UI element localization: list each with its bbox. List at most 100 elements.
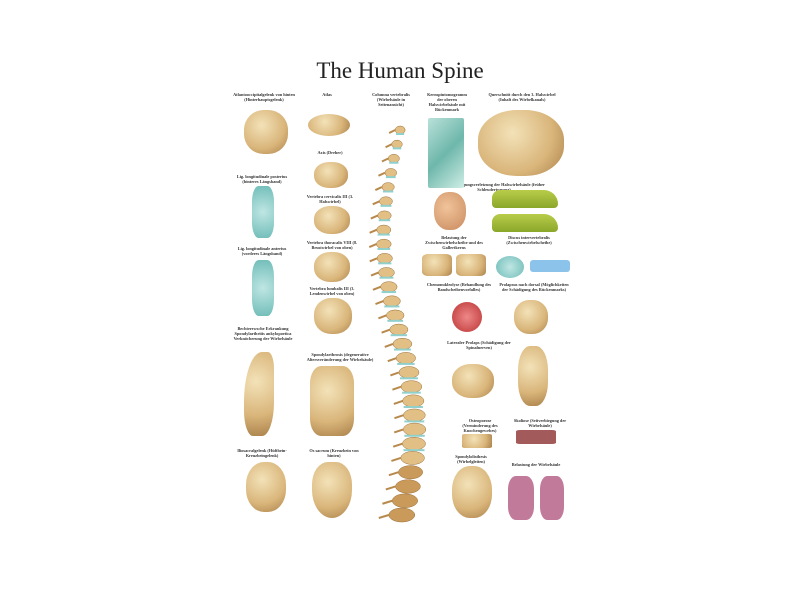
mri-illustration bbox=[428, 118, 464, 188]
heading-iliosacral: Iliosacralgelenk (Hüftbein-Kreuzbeingele… bbox=[237, 448, 287, 458]
vertebra bbox=[376, 238, 392, 250]
vertebra bbox=[392, 337, 413, 350]
spinous-process bbox=[369, 257, 378, 263]
scoliosis-illustration bbox=[516, 430, 556, 444]
osteoporosis-illustration bbox=[462, 434, 492, 448]
heading-os-sacrum: Os sacrum (Kreuzbein von hinten) bbox=[309, 448, 359, 458]
vertebra bbox=[392, 493, 418, 508]
vertebra bbox=[378, 267, 395, 278]
discus-illustration bbox=[496, 256, 524, 278]
heading-spine-load: Belastung der Wirbelsäule bbox=[511, 462, 561, 467]
heading-scoliosis: Skoliose (Seitverbiegung der Wirbelsäule… bbox=[513, 418, 567, 428]
spinous-process bbox=[375, 300, 384, 306]
axis-illustration bbox=[314, 162, 348, 188]
heading-atlantooccipital: Atlantooccipitalgelenk von hinten (Hinte… bbox=[233, 92, 295, 102]
heading-columna: Columna vertebralis (Wirbelsäule in Seit… bbox=[372, 92, 410, 107]
vertebra bbox=[376, 224, 392, 235]
heading-lumbar-iii: Vertebra lumbalis III (3. Lendenwirbel v… bbox=[309, 286, 355, 296]
spinous-process bbox=[368, 243, 377, 248]
vertebra bbox=[387, 154, 400, 163]
vertebra bbox=[384, 168, 397, 178]
intervertebral-disc bbox=[387, 319, 404, 322]
c3-cross-section-illustration bbox=[478, 110, 564, 176]
lig-posterius-illustration bbox=[252, 186, 274, 238]
spinous-process bbox=[384, 342, 394, 348]
disc-load-illustration-1 bbox=[422, 254, 452, 276]
heading-prolapse-dorsal: Prolapsus nach dorsal (Möglichkeiten der… bbox=[499, 282, 569, 292]
intervertebral-disc bbox=[384, 305, 400, 308]
discus-section-illustration bbox=[530, 260, 570, 272]
vertebra bbox=[381, 182, 395, 192]
spinous-process bbox=[369, 228, 378, 234]
vertebra bbox=[391, 139, 403, 149]
vertebra bbox=[400, 451, 425, 465]
os-sacrum-illustration bbox=[312, 462, 352, 518]
lateral-spine-illustration bbox=[518, 346, 548, 406]
spinous-process bbox=[374, 186, 383, 191]
vertebra bbox=[394, 125, 406, 135]
spondylolisthesis-illustration bbox=[452, 466, 492, 518]
intervertebral-disc bbox=[390, 334, 407, 337]
vertebra bbox=[402, 437, 426, 451]
spinous-process bbox=[387, 357, 397, 363]
vertebra bbox=[380, 281, 398, 293]
intervertebral-disc bbox=[399, 377, 418, 380]
intervertebral-disc bbox=[397, 362, 415, 365]
heading-chemonucleolysis: Chemonukleolyse (Behandlung des Bandsche… bbox=[426, 282, 492, 292]
intervertebral-disc bbox=[389, 161, 399, 164]
spinous-process bbox=[372, 200, 380, 206]
intervertebral-disc bbox=[382, 190, 394, 193]
intervertebral-disc bbox=[402, 391, 421, 394]
heading-atlas: Atlas bbox=[322, 92, 332, 97]
spinous-process bbox=[385, 143, 393, 149]
spinous-process bbox=[382, 499, 393, 505]
prolapse-dorsal-illustration bbox=[514, 300, 548, 334]
thoracic-viii-illustration bbox=[314, 252, 350, 282]
heading-cross-section-c3: Querschnitt durch den 3. Halswirbel (Inh… bbox=[488, 92, 556, 102]
intervertebral-disc bbox=[378, 262, 392, 265]
spinous-process bbox=[388, 129, 396, 134]
poster-title: The Human Spine bbox=[316, 58, 484, 83]
intervertebral-disc bbox=[403, 406, 423, 409]
intervertebral-disc bbox=[385, 176, 396, 179]
spondylarthrosis-illustration bbox=[310, 366, 354, 436]
intervertebral-disc bbox=[381, 291, 397, 294]
vertebra bbox=[395, 352, 416, 365]
iliosacral-illustration bbox=[246, 462, 286, 512]
spine-load-figure-1 bbox=[508, 476, 534, 520]
vertebra bbox=[386, 309, 405, 322]
head-illustration bbox=[434, 192, 466, 230]
spinous-process bbox=[390, 371, 400, 377]
heading-whiplash: Beschleunigungsverletzung der Halswirbel… bbox=[443, 182, 545, 192]
intervertebral-disc bbox=[392, 147, 402, 150]
spinous-process bbox=[381, 157, 389, 163]
heading-discus: Discus intervertebralis (Zwischenwirbels… bbox=[506, 235, 552, 245]
spine-load-figure-2 bbox=[540, 476, 564, 520]
vertebra bbox=[388, 507, 416, 523]
car-illustration-2 bbox=[492, 214, 558, 232]
spinous-process bbox=[385, 485, 396, 491]
heading-lateral-prolapse: Lateraler Prolaps (Schädigung der Spinal… bbox=[447, 340, 511, 350]
vertebra bbox=[376, 253, 393, 264]
intervertebral-disc bbox=[379, 276, 394, 279]
spinous-process bbox=[394, 414, 404, 420]
vertebral-column-illustration bbox=[368, 125, 427, 523]
intervertebral-disc bbox=[377, 233, 390, 236]
heading-axis: Axis (Dreher) bbox=[317, 150, 343, 155]
vertebra bbox=[398, 366, 420, 379]
heading-lig-anterius: Lig. longitudinale anterius (vorderes Lä… bbox=[237, 246, 287, 256]
intervertebral-disc bbox=[404, 434, 425, 437]
intervertebral-disc bbox=[404, 420, 425, 423]
heading-cervical-iii: Vertebra cervicalis III (3. Halswirbel) bbox=[306, 194, 354, 204]
heading-thoracic-viii: Vertebra thoracalis VIII (8. Brustwirbel… bbox=[306, 240, 358, 250]
vertebra bbox=[398, 465, 423, 480]
bechterew-illustration bbox=[244, 352, 274, 436]
spinous-process bbox=[378, 514, 390, 519]
intervertebral-disc bbox=[380, 204, 392, 207]
heading-spondylarthrosis: Spondylarthrosis (degenerative Altersver… bbox=[306, 352, 374, 362]
vertebra bbox=[379, 196, 393, 207]
lig-anterius-illustration bbox=[252, 260, 274, 316]
vertebra bbox=[403, 408, 426, 422]
heading-bechterew: Bechterewsche Erkrankung Spondylarthriti… bbox=[233, 326, 293, 341]
spine-poster: The Human Spine Atlantooccipitalgelenk v… bbox=[226, 48, 574, 542]
